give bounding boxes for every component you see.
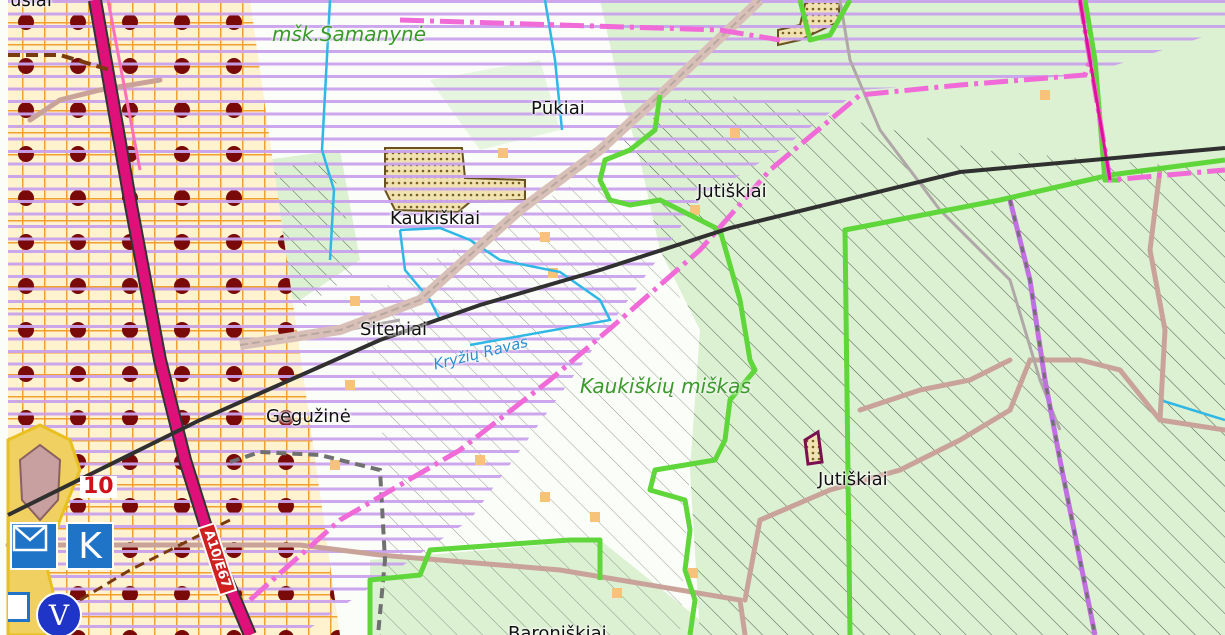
dashed-road <box>229 449 388 635</box>
power-line <box>7 146 1225 517</box>
label-jutiskiai-south[interactable]: Jutiškiai <box>818 469 888 490</box>
label-kaukiskiu-miskas: Kaukiškių miškas <box>580 374 751 398</box>
label-pukiai[interactable]: Pūkiai <box>531 98 585 119</box>
label-sitenai[interactable]: Siteniai <box>360 319 427 340</box>
road-number-shield: 10 <box>80 476 117 498</box>
local-roads <box>5 77 1225 635</box>
label-top-left-cut: usiai <box>10 0 52 11</box>
label-baroniskiai[interactable]: Baroniškiai <box>508 623 607 635</box>
restricted-zone-stripes <box>8 0 1225 635</box>
small-settlement <box>803 429 824 466</box>
letter-v-icon[interactable]: V <box>36 592 82 635</box>
label-jutiskiai-north[interactable]: Jutiškiai <box>697 181 767 202</box>
label-samanyne: mšk.Samanynė <box>272 22 427 46</box>
label-geguzine[interactable]: Gegužinė <box>266 406 351 427</box>
mail-icon[interactable] <box>10 522 58 570</box>
poi-v-label: V <box>48 598 70 632</box>
label-kaukiskiai[interactable]: Kaukiškiai <box>390 208 481 229</box>
streams <box>320 0 1225 422</box>
buildings <box>330 90 1050 598</box>
poi-k-label: K <box>78 525 102 567</box>
letter-k-icon[interactable]: K <box>66 522 114 570</box>
parking-icon[interactable] <box>8 592 30 622</box>
